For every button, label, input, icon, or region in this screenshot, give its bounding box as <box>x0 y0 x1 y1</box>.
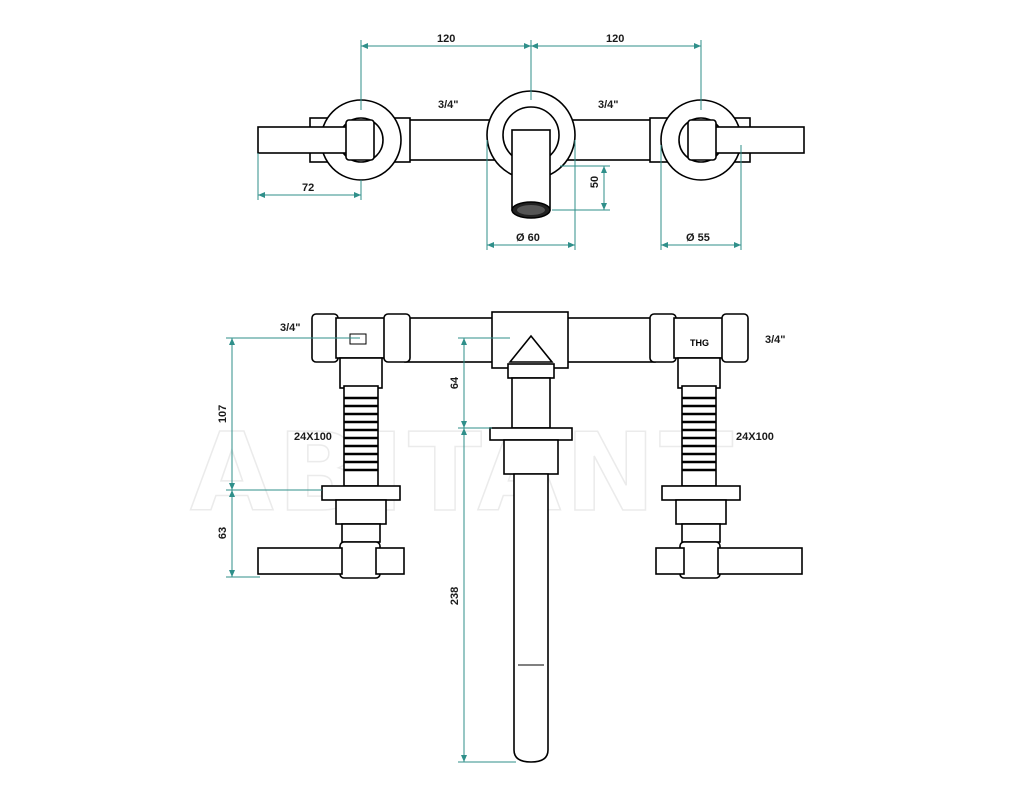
dim-handle-height: 63 <box>217 527 229 539</box>
dim-lever-length: 72 <box>302 182 314 194</box>
dim-spout-length: 238 <box>449 587 461 605</box>
dim-spout-plate: Ø 60 <box>516 232 540 244</box>
right-extension-threads <box>682 396 716 472</box>
top-view <box>257 90 805 219</box>
body-mark-thg: THG <box>690 338 709 348</box>
dim-top-right-spacing: 120 <box>606 33 624 45</box>
dim-body-height: 107 <box>217 405 229 423</box>
front-view: THG <box>257 311 803 763</box>
thread-front-left: 3/4" <box>280 322 301 334</box>
left-extension-threads <box>344 396 378 472</box>
thread-top-left: 3/4" <box>438 99 459 111</box>
top-view-dimensions: 120 120 3/4" 3/4" 72 50 Ø 60 Ø 55 <box>257 33 742 250</box>
dim-handle-plate: Ø 55 <box>686 232 710 244</box>
thread-front-right: 3/4" <box>765 334 786 346</box>
dim-spout-drop: 50 <box>589 176 601 188</box>
extension-label-right: 24X100 <box>736 431 774 443</box>
extension-label-left: 24X100 <box>294 431 332 443</box>
front-view-dimensions: 3/4" 3/4" 107 63 24X100 24X100 64 238 <box>217 322 786 763</box>
thread-top-right: 3/4" <box>598 99 619 111</box>
dim-top-left-spacing: 120 <box>437 33 455 45</box>
dim-spout-offset: 64 <box>449 376 461 389</box>
